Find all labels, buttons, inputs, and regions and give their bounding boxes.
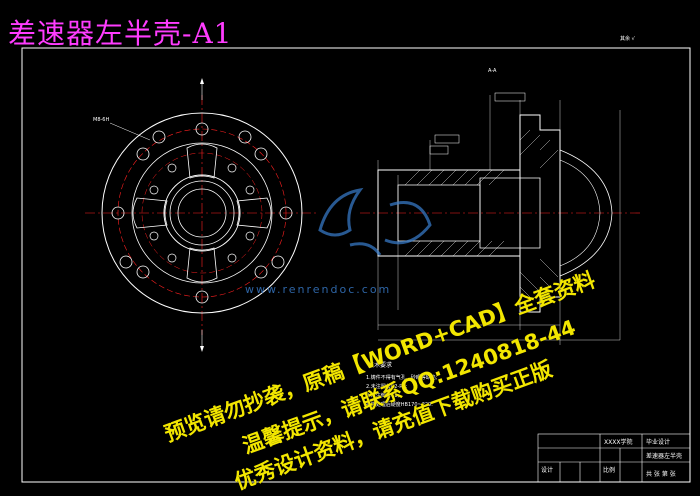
svg-text:3.未注倒角C1;: 3.未注倒角C1; [366, 392, 399, 399]
svg-text:1.铸件不得有气孔、砂眼等缺陷;: 1.铸件不得有气孔、砂眼等缺陷; [366, 374, 438, 381]
inner-frame [21, 47, 691, 483]
title-block-part: 差速器左半壳 [646, 452, 682, 460]
tech-requirements: 技术要求 1.铸件不得有气孔、砂眼等缺陷; 2.未注圆角R2-R5; 3.未注倒… [366, 361, 438, 408]
title-block-scale: 比例 [603, 466, 615, 474]
title-block-sheet: 共 张 第 张 [646, 470, 676, 478]
drawing-title: 差速器左半壳-A1 [8, 17, 233, 50]
svg-text:2.未注圆角R2-R5;: 2.未注圆角R2-R5; [366, 383, 408, 390]
watermark-url: www.renrendoc.com [245, 283, 391, 296]
left-view-flange [85, 78, 318, 352]
svg-text:技术要求: 技术要求 [368, 361, 392, 369]
logo-watermark [318, 187, 432, 256]
title-block-designer: 设计 [541, 466, 553, 474]
title-block [537, 433, 691, 483]
section-view-housing: A-A [360, 68, 640, 345]
left-view-callout: M8-6H [93, 117, 109, 123]
roughness-note: 其余 √ [620, 35, 636, 42]
title-block-course: 毕业设计 [646, 438, 670, 446]
title-block-company: XXXX学院 [604, 438, 632, 446]
svg-text:4.热处理后硬度HB170~229.: 4.热处理后硬度HB170~229. [366, 401, 433, 408]
section-label: A-A [488, 68, 497, 74]
